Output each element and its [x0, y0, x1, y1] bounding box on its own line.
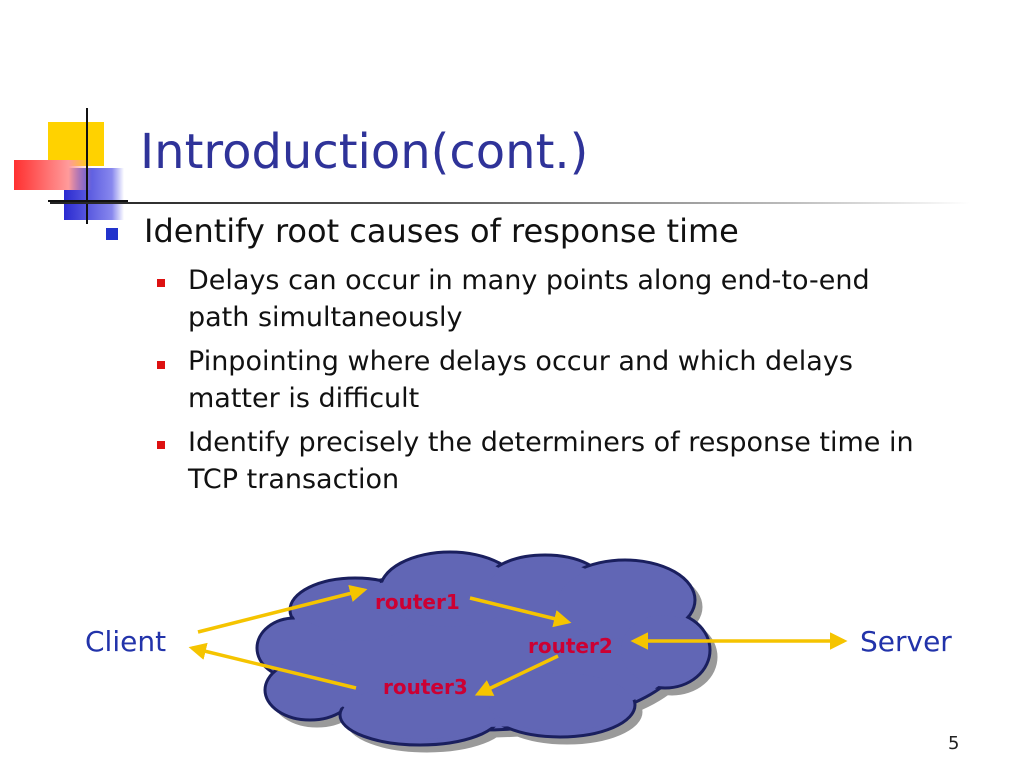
sub-bullet-line: matter is difficult [188, 383, 420, 414]
page-number: 5 [948, 733, 960, 754]
sub-bullet-marker [157, 361, 165, 369]
arrow-router1-router2 [469, 596, 572, 628]
arrow-router3-client [188, 642, 357, 690]
router2-label: router2 [528, 634, 613, 658]
sub-bullet-line: path simultaneously [188, 302, 463, 333]
sub-bullet-line: Identify precisely the determiners of re… [188, 427, 914, 458]
red-bar [14, 160, 92, 190]
vertical-line [86, 108, 88, 224]
sub-bullet-marker [157, 279, 165, 287]
server-label: Server [860, 625, 952, 658]
horizontal-line [48, 200, 128, 202]
arrow-router2-router3 [474, 654, 559, 696]
sub-bullet-line: TCP transaction [188, 464, 400, 495]
main-bullet-text: Identify root causes of response time [144, 212, 739, 250]
sub-bullet-line: Delays can occur in many points along en… [188, 265, 870, 296]
yellow-square [48, 122, 104, 166]
router3-label: router3 [383, 675, 468, 699]
title-underline [50, 202, 970, 204]
router1-label: router1 [375, 590, 460, 614]
slide-title: Introduction(cont.) [140, 124, 589, 180]
client-label: Client [85, 625, 167, 658]
arrow-client-router1 [197, 584, 368, 634]
sub-bullet-line: Pinpointing where delays occur and which… [188, 346, 853, 377]
sub-bullet-marker [157, 441, 165, 449]
corner-decoration [0, 100, 140, 225]
main-bullet-marker [106, 228, 118, 240]
